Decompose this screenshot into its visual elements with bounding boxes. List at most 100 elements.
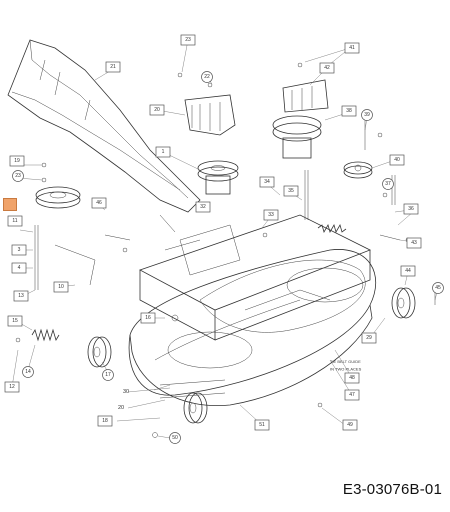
- idler-pulley-right: [343, 161, 373, 179]
- callout-41: 41: [344, 42, 360, 54]
- callout-16: 16: [140, 312, 156, 324]
- svg-text:36: 36: [408, 206, 414, 212]
- callout-23: 23: [180, 34, 196, 46]
- svg-text:3: 3: [18, 247, 21, 253]
- svg-text:34: 34: [264, 179, 270, 185]
- callout-43: 43: [406, 237, 422, 249]
- left-pulley: [35, 186, 81, 209]
- callout-32: 32: [195, 201, 211, 213]
- svg-text:47: 47: [349, 392, 355, 398]
- svg-text:45: 45: [435, 285, 441, 291]
- svg-text:29: 29: [366, 335, 372, 341]
- svg-text:14: 14: [25, 369, 31, 375]
- svg-text:16: 16: [145, 315, 151, 321]
- svg-text:23: 23: [185, 37, 191, 43]
- svg-text:44: 44: [405, 268, 411, 274]
- callout-37: 37: [382, 178, 394, 190]
- callout-3: 3: [11, 244, 27, 256]
- svg-text:20: 20: [154, 107, 160, 113]
- svg-text:19: 19: [14, 158, 20, 164]
- svg-text:21: 21: [110, 64, 116, 70]
- spring-left: [31, 328, 60, 342]
- callout-45: 45: [432, 282, 444, 294]
- callout-12: 12: [4, 381, 20, 393]
- label-20: 20: [118, 405, 124, 411]
- diagram-code: E3-03076B-01: [342, 481, 442, 498]
- callout-1: 1: [155, 146, 171, 158]
- mower-deck: [128, 249, 377, 407]
- callout-49: 49: [342, 419, 358, 431]
- callout-13: 13: [13, 290, 29, 302]
- callout-20: 20: [149, 104, 165, 116]
- callout-34: 34: [259, 176, 275, 188]
- svg-text:23: 23: [15, 173, 21, 179]
- svg-text:1: 1: [162, 149, 165, 155]
- callout-21: 21: [105, 61, 121, 73]
- callout-29: 29: [361, 332, 377, 344]
- callout-4: 4: [11, 262, 27, 274]
- callout-19: 19: [9, 155, 25, 167]
- deck-frame: [139, 214, 371, 341]
- svg-text:46: 46: [96, 200, 102, 206]
- callout-51: 51: [254, 419, 270, 431]
- svg-text:38: 38: [346, 108, 352, 114]
- callout-50: 50: [169, 432, 181, 444]
- svg-text:18: 18: [102, 418, 108, 424]
- svg-text:11: 11: [12, 218, 17, 224]
- highlight-marker[interactable]: [3, 198, 17, 211]
- belt-guide-note-line-1: TIE BELT GUIDE: [330, 359, 361, 364]
- center-spindle-pulley: [197, 160, 239, 195]
- callout-39: 39: [361, 109, 373, 121]
- svg-text:42: 42: [324, 65, 330, 71]
- svg-text:4: 4: [18, 265, 21, 271]
- drive-belt: [199, 259, 366, 333]
- label-30: 30: [123, 389, 129, 395]
- right-spindle-assembly: [272, 79, 329, 159]
- svg-text:50: 50: [172, 435, 178, 441]
- callout-40: 40: [389, 154, 405, 166]
- belt-cover-shield: [7, 39, 201, 213]
- svg-text:48: 48: [349, 375, 355, 381]
- callout-48: 48: [344, 372, 360, 384]
- callout-22: 22: [201, 71, 213, 83]
- callout-38: 38: [341, 105, 357, 117]
- svg-text:51: 51: [259, 422, 265, 428]
- svg-text:32: 32: [200, 204, 206, 210]
- spindle-guard-left: [184, 94, 236, 136]
- callout-11: 11: [7, 215, 23, 227]
- callout-18: 18: [97, 415, 113, 427]
- svg-text:17: 17: [105, 372, 111, 378]
- svg-text:41: 41: [349, 45, 355, 51]
- svg-text:22: 22: [204, 74, 210, 80]
- svg-text:10: 10: [58, 284, 64, 290]
- callout-47: 47: [344, 389, 360, 401]
- spring-right: [317, 223, 347, 234]
- callout-44: 44: [400, 265, 416, 277]
- svg-text:37: 37: [385, 181, 391, 187]
- svg-text:49: 49: [347, 422, 353, 428]
- callout-23b: 23: [12, 170, 24, 182]
- gauge-wheel-left: [87, 336, 112, 368]
- callout-33: 33: [263, 209, 279, 221]
- gauge-wheel-front: [183, 392, 208, 424]
- callout-14: 14: [22, 366, 34, 378]
- svg-text:35: 35: [288, 188, 294, 194]
- gauge-wheel-right: [391, 287, 416, 319]
- belt-guide-note-line-2: IN TWO PLACES: [330, 367, 362, 372]
- svg-text:15: 15: [12, 318, 18, 324]
- callout-46: 46: [91, 197, 107, 209]
- svg-text:43: 43: [411, 240, 417, 246]
- callout-15: 15: [7, 315, 23, 327]
- callout-10: 10: [53, 281, 69, 293]
- callout-35: 35: [283, 185, 299, 197]
- linkage-rods: [34, 120, 436, 399]
- svg-text:12: 12: [9, 384, 15, 390]
- leader-lines: [11, 39, 438, 439]
- svg-text:39: 39: [364, 112, 370, 118]
- callout-17: 17: [102, 369, 114, 381]
- callout-42: 42: [319, 62, 335, 74]
- svg-text:33: 33: [268, 212, 274, 218]
- svg-text:40: 40: [394, 157, 400, 163]
- callout-36: 36: [403, 203, 419, 215]
